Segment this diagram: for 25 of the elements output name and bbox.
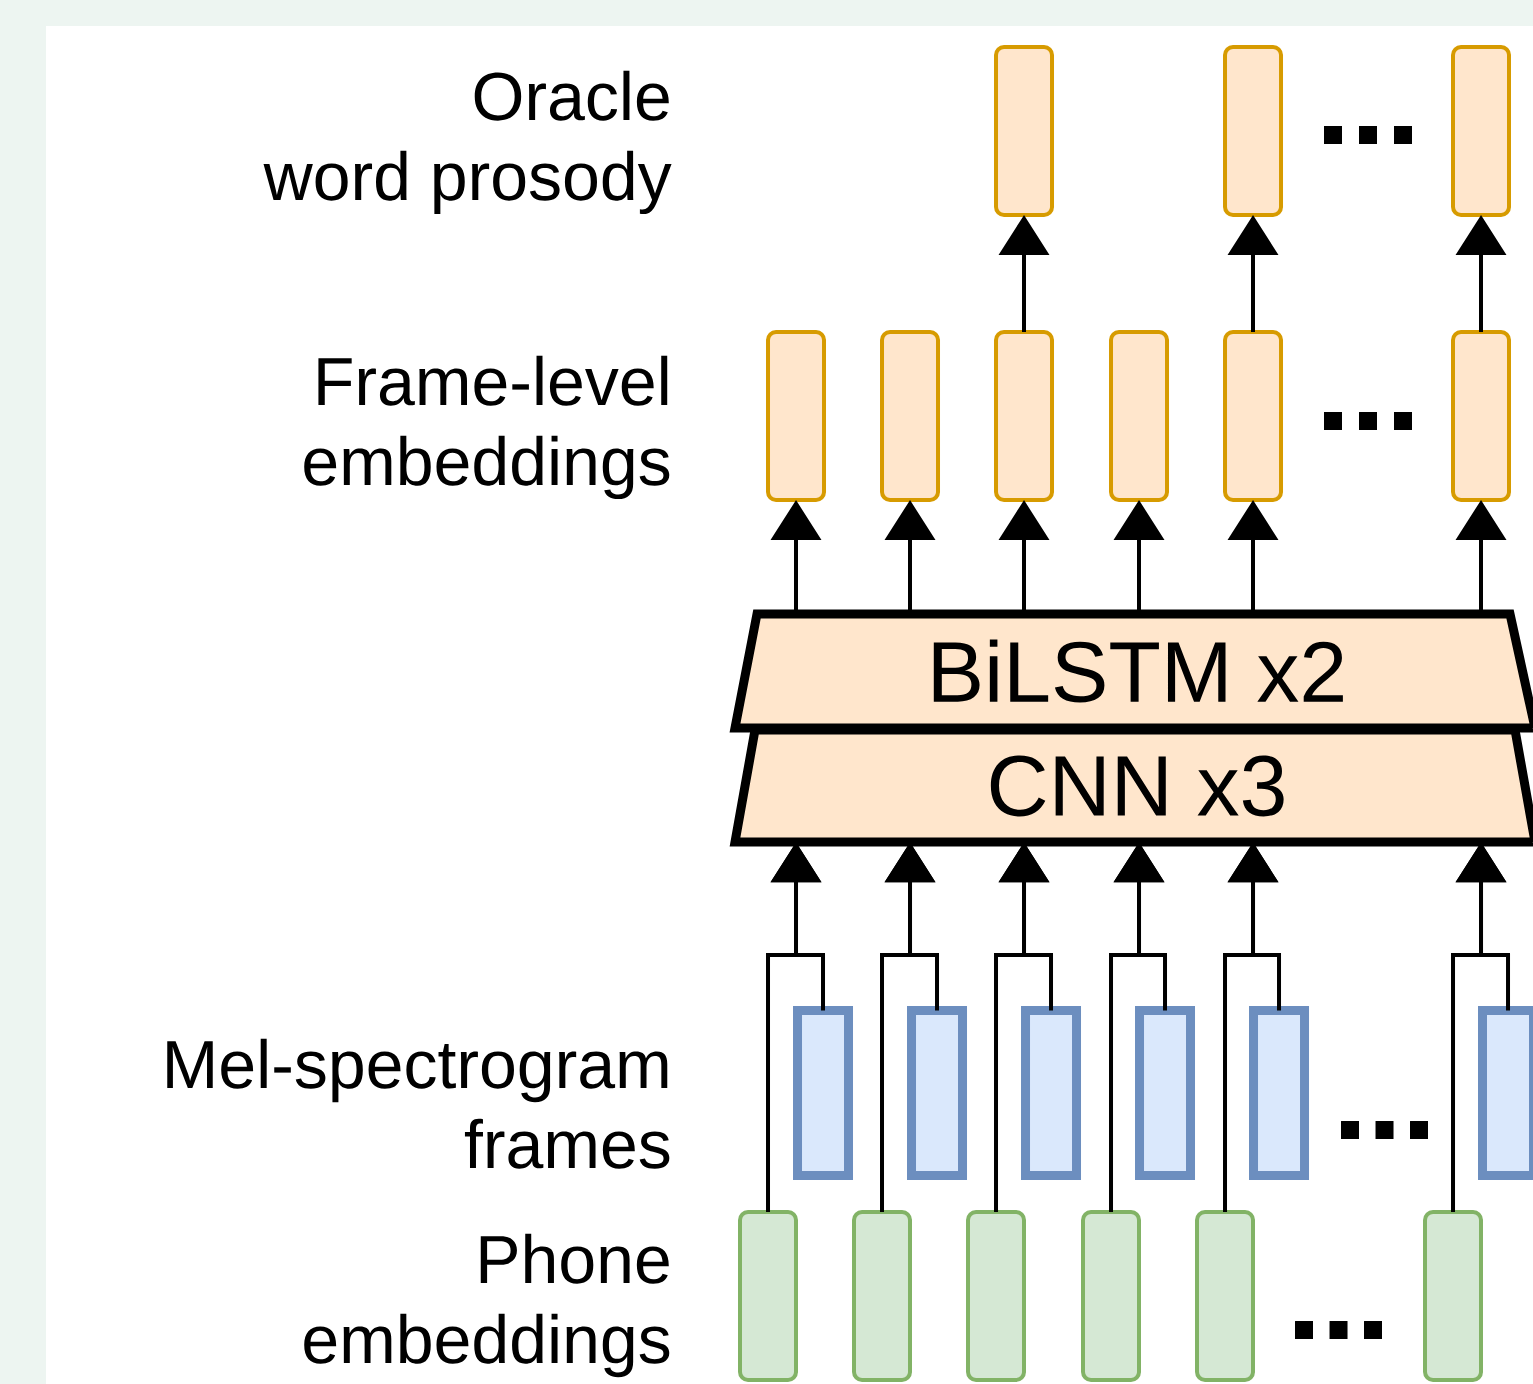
frame-box [1249, 1006, 1309, 1180]
embedding-box [966, 1210, 1026, 1382]
frame-box [1021, 1006, 1081, 1180]
embedding-box [1223, 330, 1283, 502]
frame-box [793, 1006, 853, 1180]
embedding-box [852, 1210, 912, 1382]
frame-box [1135, 1006, 1195, 1180]
embedding-box [738, 1210, 798, 1382]
embedding-box [880, 330, 940, 502]
row-label: Phone embeddings [304, 1233, 670, 1378]
embedding-box [994, 330, 1054, 502]
embedding-box [766, 330, 826, 502]
row-label: Mel-spectrogram frames [167, 1038, 670, 1169]
row-label: Oracle word prosody [263, 70, 672, 215]
embedding-box [1223, 45, 1283, 217]
embedding-box [1109, 330, 1169, 502]
frame-box [1478, 1006, 1533, 1180]
embedding-box [1423, 1210, 1483, 1382]
frame-box [907, 1006, 967, 1180]
embedding-box [1081, 1210, 1141, 1382]
row-label: Frame-level embeddings [304, 355, 670, 500]
embedding-box [1195, 1210, 1255, 1382]
embedding-box [1451, 330, 1511, 502]
embedding-box [994, 45, 1054, 217]
embedding-box [1451, 45, 1511, 217]
